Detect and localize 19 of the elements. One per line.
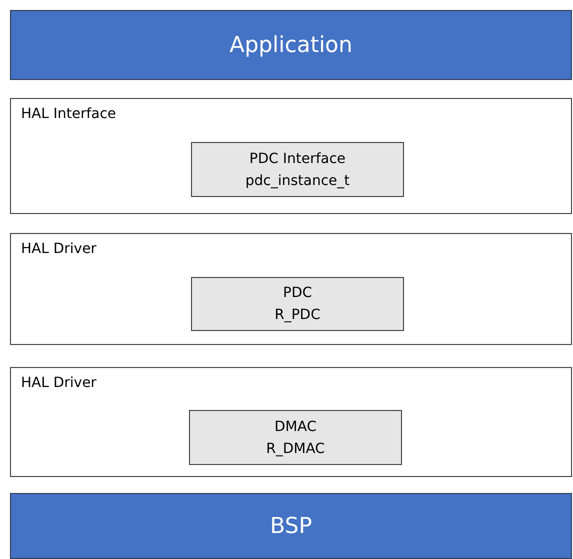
layer-heading: HAL Interface [21,105,116,124]
module-label: pdc_instance_t [245,172,350,190]
module-label: DMAC [274,418,316,436]
layer-heading: HAL Driver [21,240,96,259]
module-box [191,142,404,197]
module-label: PDC [283,284,312,303]
module-label: R_DMAC [266,440,325,458]
layer-bar [10,10,572,80]
layer-title: Application [230,32,352,60]
layer-heading: HAL Driver [21,374,96,393]
layer-panel [10,367,572,477]
module-box [189,410,402,465]
layer-bar [10,493,572,559]
layer-panel [10,98,572,214]
module-label: PDC Interface [249,150,346,168]
layer-panel [10,233,572,345]
module-label: R_PDC [274,306,320,325]
layer-title: BSP [270,512,312,540]
module-box [191,277,404,331]
